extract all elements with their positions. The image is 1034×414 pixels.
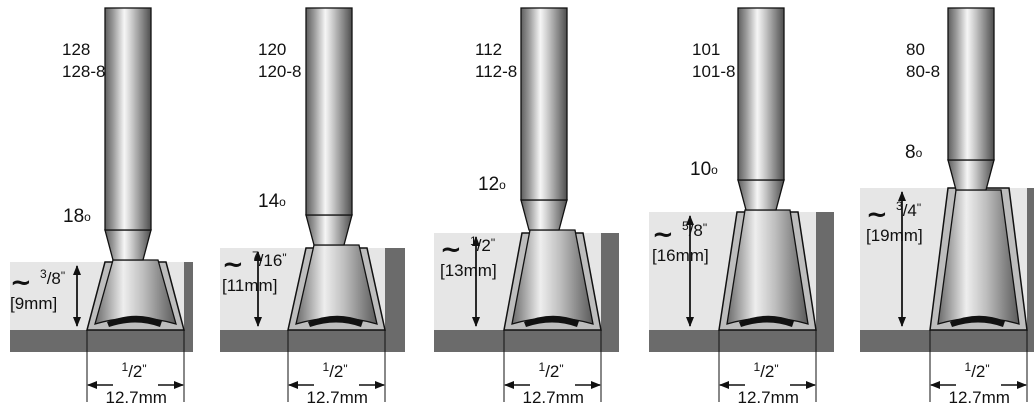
approx-symbol: ~ [222, 250, 244, 280]
bit-neck [520, 199, 568, 231]
workpiece-base [860, 330, 1034, 352]
cutter-edge [950, 315, 1005, 327]
model-number-alt: 128-8 [62, 62, 106, 81]
approx-symbol: ~ [866, 200, 888, 230]
bit-neck [104, 229, 152, 261]
depth-inches: 7/16" [252, 249, 287, 270]
model-number: 101 [692, 40, 721, 59]
width-inches: 1/2" [964, 360, 990, 381]
bit-shank [104, 7, 152, 231]
depth-inches: 1/2" [470, 234, 496, 255]
width-mm: 12.7mm [105, 388, 167, 407]
depth-mm: [11mm] [222, 276, 278, 295]
angle-label: 14o [258, 191, 286, 212]
model-number-alt: 101-8 [692, 62, 736, 81]
bit-101 [649, 7, 834, 402]
workpiece-dark-right [816, 212, 834, 330]
model-number: 128 [62, 40, 91, 59]
workpiece-base [10, 330, 193, 352]
cutter-edge [739, 315, 794, 327]
model-number: 120 [258, 40, 287, 59]
workpiece-base [434, 330, 619, 352]
bit-128 [10, 7, 193, 402]
width-mm: 12.7mm [306, 388, 368, 407]
depth-mm: [13mm] [440, 261, 497, 280]
bit-shank [947, 7, 995, 161]
width-mm: 12.7mm [737, 388, 799, 407]
bit-shank [737, 7, 785, 181]
depth-mm: [19mm] [866, 226, 923, 245]
cutter-edge [308, 315, 363, 327]
workpiece-dark-right [385, 248, 405, 330]
angle-label: 8o [905, 142, 923, 163]
width-mm: 12.7mm [522, 388, 584, 407]
width-mm: 12.7mm [948, 388, 1010, 407]
angle-label: 18o [63, 206, 91, 227]
depth-inches: 5/8" [682, 219, 708, 240]
bit-112 [434, 7, 619, 402]
angle-label: 12o [478, 174, 506, 195]
cutter-edge [524, 315, 579, 327]
width-inches: 1/2" [753, 360, 779, 381]
cutter-edge [107, 315, 162, 327]
workpiece-base [649, 330, 834, 352]
bit-shank [305, 7, 353, 216]
model-number: 112 [475, 40, 503, 59]
bit-neck [305, 214, 353, 246]
depth-inches: 3/8" [40, 267, 66, 288]
depth-mm: [16mm] [652, 246, 709, 265]
bit-120 [220, 7, 405, 402]
bit-neck [947, 159, 995, 191]
width-inches: 1/2" [538, 360, 564, 381]
bit-80 [860, 7, 1034, 402]
depth-mm: [9mm] [10, 294, 58, 313]
bit-neck [737, 179, 785, 211]
bit-shank [520, 7, 568, 201]
workpiece-dark-right [601, 233, 619, 330]
model-number-alt: 80-8 [906, 62, 941, 81]
approx-symbol: ~ [652, 220, 674, 250]
model-number-alt: 112-8 [475, 62, 518, 81]
width-inches: 1/2" [322, 360, 348, 381]
workpiece-dark-right [184, 262, 193, 330]
workpiece-dark-right [1027, 188, 1034, 330]
width-inches: 1/2" [121, 360, 147, 381]
approx-symbol: ~ [440, 235, 462, 265]
approx-symbol: ~ [10, 268, 32, 298]
workpiece-base [220, 330, 405, 352]
model-number: 80 [906, 40, 925, 59]
model-number-alt: 120-8 [258, 62, 302, 81]
depth-inches: 3/4" [896, 199, 922, 220]
angle-label: 10o [690, 159, 718, 180]
